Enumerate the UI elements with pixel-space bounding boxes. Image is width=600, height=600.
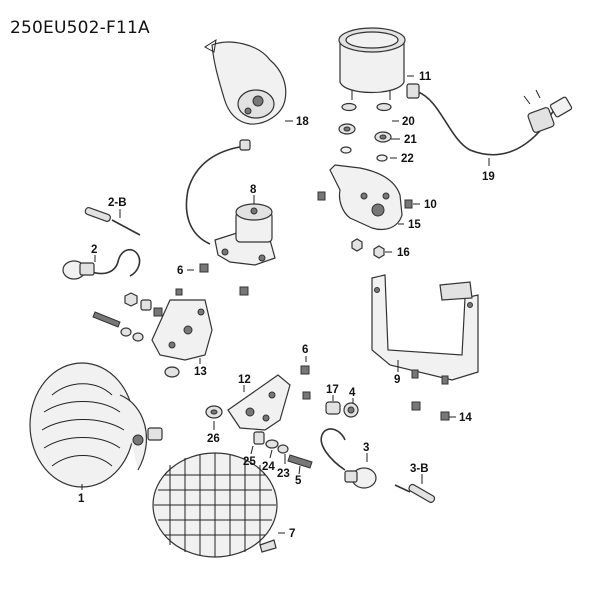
callout-13: 13 <box>194 366 207 378</box>
left-indicator-part <box>62 248 141 280</box>
headlight-right-bracket-part <box>227 374 291 431</box>
callout-23: 23 <box>277 468 290 480</box>
speedometer-part <box>338 27 406 100</box>
callout-9: 9 <box>394 374 400 386</box>
frame-bracket-part <box>371 274 479 385</box>
upper-cover-part <box>204 38 287 125</box>
callout-24: 24 <box>262 461 275 473</box>
callout-16: 16 <box>397 247 410 259</box>
leader-lines <box>81 75 490 534</box>
bolt-nut-hardware-part <box>92 288 183 342</box>
callout-4: 4 <box>349 387 356 399</box>
callout-19: 19 <box>482 171 495 183</box>
callout-20: 20 <box>402 116 415 128</box>
ignition-switch-part <box>185 139 276 266</box>
washer-part-group <box>338 102 392 162</box>
callout-8: 8 <box>250 184 257 196</box>
meter-bracket-part <box>329 164 403 231</box>
callout-3: 3 <box>363 442 369 454</box>
callout-6b: 6 <box>302 344 308 356</box>
bulb-2b-part <box>84 206 141 236</box>
callout-21: 21 <box>404 134 417 146</box>
speedometer-harness-part <box>406 83 573 156</box>
callout-3b: 3-B <box>410 463 429 475</box>
callout-25: 25 <box>243 456 256 468</box>
callout-17: 17 <box>326 384 339 396</box>
diagram-code: 250EU502-F11A <box>10 18 150 38</box>
bolt-10-part <box>317 191 413 209</box>
callout-5: 5 <box>295 475 302 487</box>
right-indicator-part <box>320 428 377 489</box>
bolt-6-part <box>199 263 249 296</box>
bulb-3b-part <box>394 483 436 503</box>
callout-22: 22 <box>401 153 414 165</box>
bolt-14-part <box>411 401 450 421</box>
callout-10: 10 <box>424 199 437 211</box>
callout-26: 26 <box>207 433 220 445</box>
callout-6a: 6 <box>177 265 183 277</box>
callout-11: 11 <box>419 71 432 83</box>
callout-7: 7 <box>289 528 295 540</box>
callout-2b: 2-B <box>108 197 127 209</box>
callout-2: 2 <box>91 244 97 256</box>
bolt-25-24-23-part <box>253 431 313 469</box>
callout-12: 12 <box>238 374 251 386</box>
washer-26-part <box>205 405 223 419</box>
bolt-6b-part <box>300 365 311 400</box>
headlight-left-bracket-part <box>151 299 213 378</box>
headlight-part <box>29 362 163 488</box>
headlight-grille-part <box>152 452 278 558</box>
callout-18: 18 <box>296 116 309 128</box>
callout-1: 1 <box>78 493 85 505</box>
callout-15: 15 <box>408 219 421 231</box>
bushing-17-4-part <box>325 401 359 418</box>
callout-labels: 11 20 21 22 19 18 10 15 16 8 2-B 2 6 13 … <box>78 71 495 540</box>
callout-14: 14 <box>459 412 472 424</box>
nut-16-part <box>351 238 385 259</box>
